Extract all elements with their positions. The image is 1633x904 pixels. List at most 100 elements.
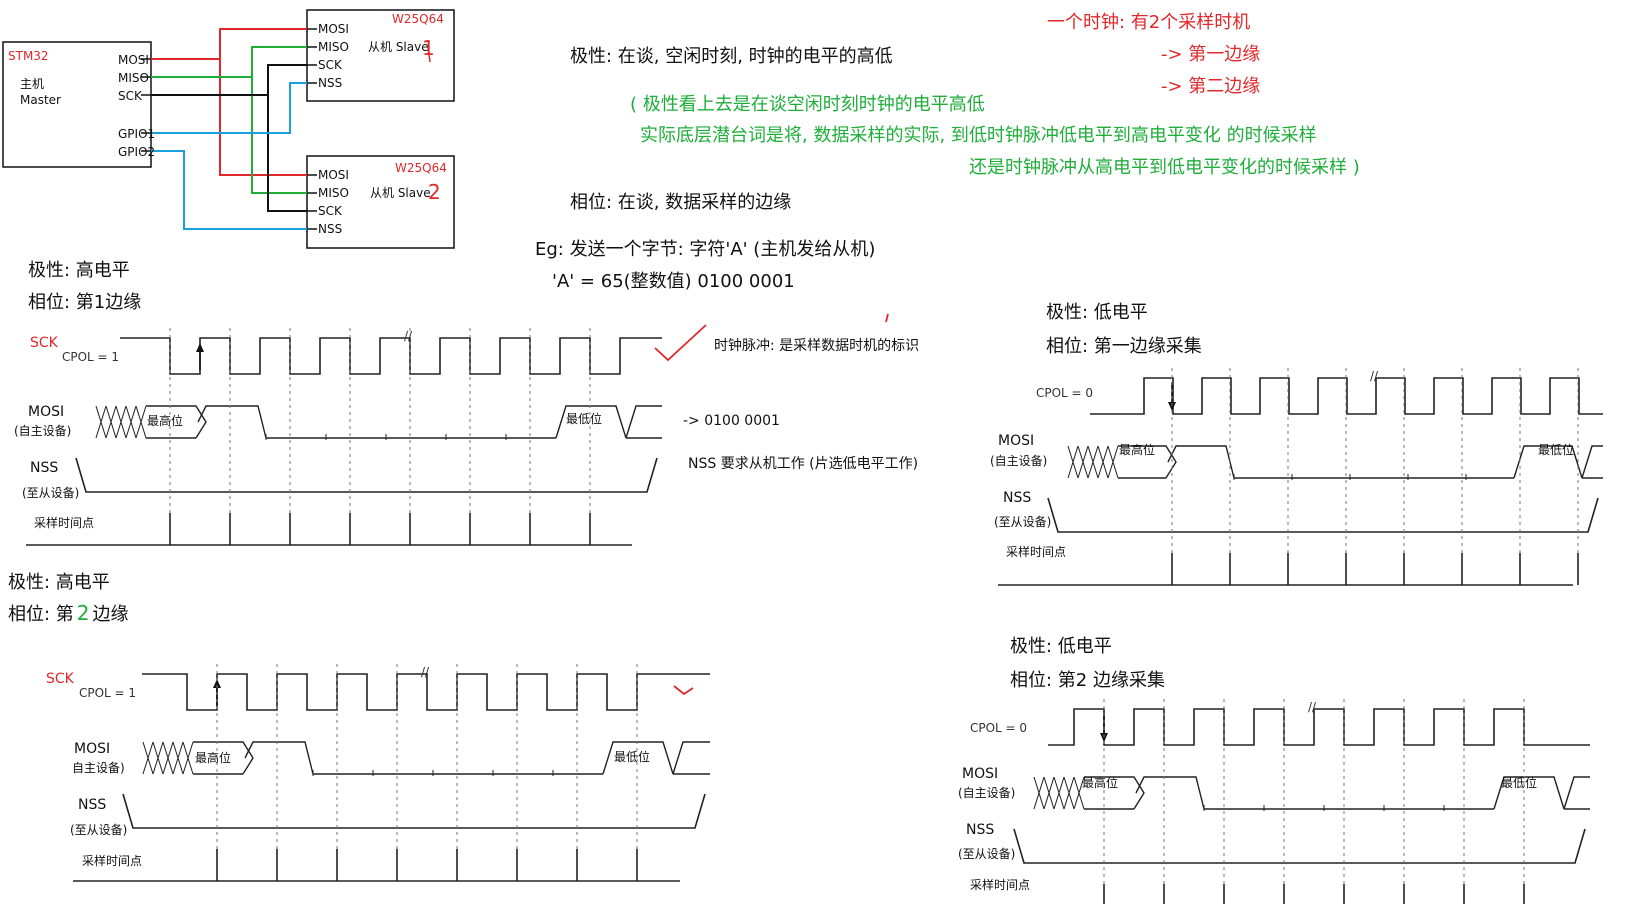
note-polarity: 极性: 在谈, 空闲时刻, 时钟的电平的高低 — [570, 46, 893, 67]
d1-mosi-bit-msb-top — [146, 405, 207, 439]
d3-msb: 最高位 — [195, 751, 232, 765]
d3-check-mark — [673, 685, 694, 696]
d2-mosi-bit-high — [1167, 445, 1235, 479]
wire-gpio1-nss1 — [151, 82, 307, 134]
d2-phase: 相位: 第一边缘采集 — [1046, 336, 1202, 357]
d3-mosi-label: MOSI — [74, 741, 111, 757]
d3-mosi-hatch-b2 — [162, 741, 174, 775]
slave1-number-stroke — [427, 45, 431, 63]
d3-nss-sub: (至从设备) — [70, 823, 128, 837]
master-pin-gpio1: GPIO1 — [118, 127, 156, 141]
d4-mosi-bit-msb-top — [1084, 776, 1145, 810]
d1-nss-label: NSS — [30, 460, 59, 476]
d4-cpol-label: CPOL = 0 — [970, 721, 1028, 735]
note-line1: ( 极性看上去是在谈空闲时刻时钟的电平高低 — [630, 94, 985, 115]
slave1-pin-nss: NSS — [318, 76, 343, 90]
wire-miso-slave2 — [251, 77, 307, 194]
wire-miso-slave1 — [151, 46, 307, 78]
master-pin-mosi: MOSI — [118, 53, 149, 67]
d1-sample-label: 采样时间点 — [34, 516, 95, 530]
d4-mosi-hatch-b1 — [1043, 776, 1055, 810]
d1-mosi-tail-high — [625, 405, 662, 439]
d1-nss-waveform — [75, 457, 658, 493]
d3-mosi-tail-high — [672, 741, 710, 775]
d2-mosi-hatch-b3 — [1097, 445, 1109, 479]
d3-sample-label: 采样时间点 — [82, 854, 143, 868]
d4-msb: 最高位 — [1082, 776, 1119, 790]
d1-mosi-sub: (自主设备) — [14, 424, 72, 438]
d4-polarity: 极性: 低电平 — [1010, 636, 1112, 657]
d1-mosi-bit-high — [197, 405, 267, 439]
d3-nss-label: NSS — [78, 797, 107, 813]
d2-break-mark-sck: // — [1370, 369, 1379, 383]
master-pin-sck: SCK — [118, 89, 142, 103]
slave1-pin-mosi: MOSI — [318, 22, 349, 36]
slave2-pin-nss: NSS — [318, 222, 343, 236]
slave1-chip-label: W25Q64 — [392, 12, 444, 26]
slave2-label: 从机 Slave — [370, 186, 431, 200]
d4-mosi-label: MOSI — [962, 766, 999, 782]
d1-sck-label: SCK — [30, 335, 58, 351]
d3-mosi-bit-lsb-top — [602, 741, 674, 775]
slave2-number: 2 — [428, 180, 441, 204]
slave1-label: 从机 Slave — [368, 40, 429, 54]
note-eg: Eg: 发送一个字节: 字符'A' (主机发给从机) — [535, 239, 876, 260]
d2-cpol-label: CPOL = 0 — [1036, 386, 1094, 400]
d4-mosi-bit-lsb-top — [1493, 776, 1565, 810]
d3-sck-waveform — [142, 673, 710, 711]
d4-nss-waveform — [1013, 828, 1586, 864]
slave2-pin-miso: MISO — [318, 186, 349, 200]
d3-polarity: 极性: 高电平 — [8, 572, 110, 593]
d2-mosi-bit-msb-top — [1118, 445, 1177, 479]
note-eg-value: 'A' = 65(整数值) 0100 0001 — [552, 271, 795, 292]
d2-edge-arrow-head — [1168, 402, 1176, 411]
d1-break-mark-sck: // — [404, 329, 413, 343]
d4-mosi-bit-high — [1135, 776, 1205, 810]
d4-lsb: 最低位 — [1501, 776, 1538, 790]
note-phase: 相位: 在谈, 数据采样的边缘 — [570, 192, 792, 213]
d4-mosi-hatch-b4 — [1073, 776, 1085, 810]
d1-sck-waveform — [120, 337, 662, 375]
d3-lsb: 最低位 — [614, 750, 651, 764]
d3-mosi-bit-msb-top — [193, 741, 254, 775]
wire-gpio2-nss2 — [151, 150, 307, 230]
d3-mosi-hatch-b4 — [182, 741, 194, 775]
note-bits: -> 0100 0001 — [683, 413, 780, 429]
note-second-edge: -> 第二边缘 — [1161, 76, 1261, 97]
d2-mosi-hatch-b4 — [1107, 445, 1119, 479]
d3-nss-waveform — [122, 793, 706, 829]
master-box — [2, 41, 152, 168]
d4-mosi-hatch-b2 — [1053, 776, 1065, 810]
d4-break-mark-sck: // — [1308, 700, 1317, 714]
d3-cpol-label: CPOL = 1 — [79, 686, 137, 700]
d2-lsb: 最低位 — [1538, 443, 1575, 457]
d2-msb: 最高位 — [1119, 443, 1156, 457]
master-name-cn: 主机 — [20, 77, 45, 91]
d3-mosi-hatch-b0 — [142, 741, 154, 775]
slave2-pin-mosi: MOSI — [318, 168, 349, 182]
d3-break-mark-sck: // — [421, 665, 430, 679]
slave1-pin-miso: MISO — [318, 40, 349, 54]
d2-mosi-hatch-b2 — [1087, 445, 1099, 479]
d3-edge-arrow-head — [213, 679, 221, 688]
d2-nss-waveform — [1047, 497, 1599, 533]
note-clock-two-samples: 一个时钟: 有2个采样时机 — [1047, 12, 1251, 33]
d1-msb: 最高位 — [147, 414, 184, 428]
d4-phase: 相位: 第2 边缘采集 — [1010, 670, 1165, 691]
d4-mosi-hatch-b3 — [1063, 776, 1075, 810]
note-nss: NSS 要求从机工作 (片选低电平工作) — [688, 456, 919, 472]
d2-nss-sub: (至从设备) — [994, 515, 1052, 529]
d4-mosi-sub: (自主设备) — [958, 786, 1016, 800]
wire-mosi-slave2 — [219, 59, 307, 176]
slave2-pin-sck: SCK — [318, 204, 342, 218]
d3-sck-label: SCK — [46, 671, 74, 687]
master-name-en: Master — [20, 93, 61, 107]
d1-mosi-bit-lsb-top — [555, 405, 627, 439]
slave2-chip-label: W25Q64 — [395, 161, 447, 175]
d1-cpol-label: CPOL = 1 — [62, 350, 120, 364]
d1-lsb: 最低位 — [566, 412, 603, 426]
d4-sample-label: 采样时间点 — [970, 878, 1031, 892]
wire-mosi-slave1 — [151, 28, 307, 60]
d1-polarity: 极性: 高电平 — [28, 260, 130, 281]
d3-mosi-hatch-b1 — [152, 741, 164, 775]
